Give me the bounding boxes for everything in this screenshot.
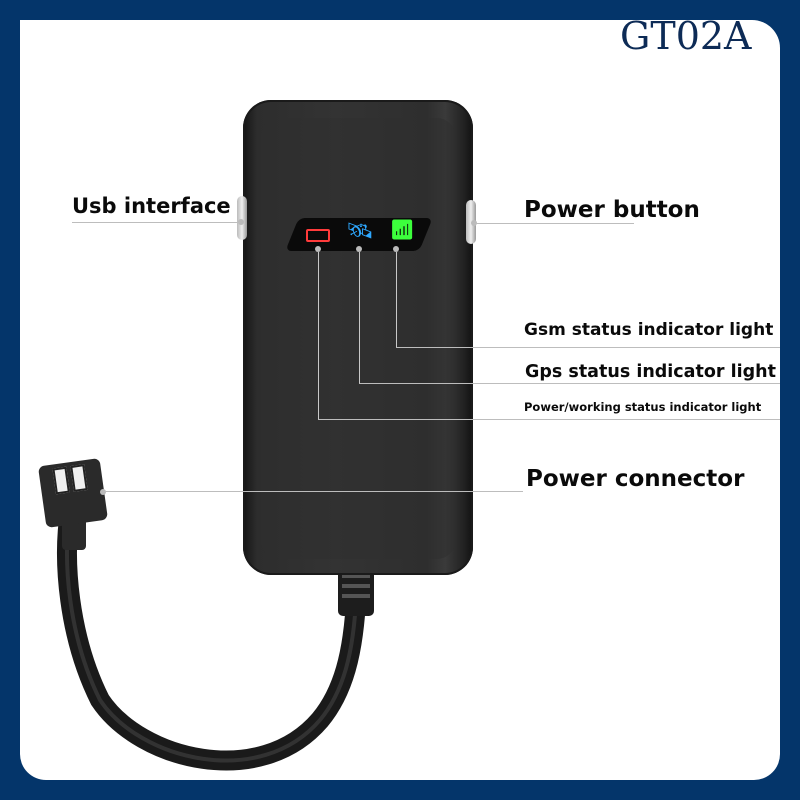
signal-antenna-icon: 📶︎ bbox=[390, 219, 415, 241]
usb-dot bbox=[238, 219, 244, 225]
label-gps-light: Gps status indicator light bbox=[525, 362, 776, 382]
connector-dot bbox=[100, 489, 106, 495]
power-button-leader bbox=[474, 223, 634, 224]
usb-port bbox=[237, 196, 247, 240]
battery-icon bbox=[306, 229, 330, 242]
gps-tracker-device bbox=[243, 100, 473, 575]
gps-light-dot bbox=[356, 246, 362, 252]
gps-light-leader-v bbox=[359, 252, 360, 383]
gsm-light-leader-v bbox=[396, 252, 397, 347]
usb-leader bbox=[72, 222, 240, 223]
power-connector-plug bbox=[37, 457, 109, 529]
label-power-light: Power/working status indicator light bbox=[524, 400, 762, 414]
power-light-leader-h bbox=[318, 419, 780, 420]
gsm-light-leader-h bbox=[396, 347, 780, 348]
satellite-icon: 🛰︎ bbox=[346, 219, 374, 244]
label-power-connector: Power connector bbox=[526, 466, 745, 492]
label-power-button: Power button bbox=[524, 197, 700, 223]
power-light-leader-v bbox=[318, 252, 319, 419]
power-light-dot bbox=[315, 246, 321, 252]
model-title: GT02A bbox=[620, 14, 752, 58]
label-usb-interface: Usb interface bbox=[72, 194, 231, 218]
gps-light-leader-h bbox=[359, 383, 780, 384]
label-gsm-light: Gsm status indicator light bbox=[524, 320, 774, 340]
connector-leader bbox=[103, 491, 523, 492]
gsm-light-dot bbox=[393, 246, 399, 252]
